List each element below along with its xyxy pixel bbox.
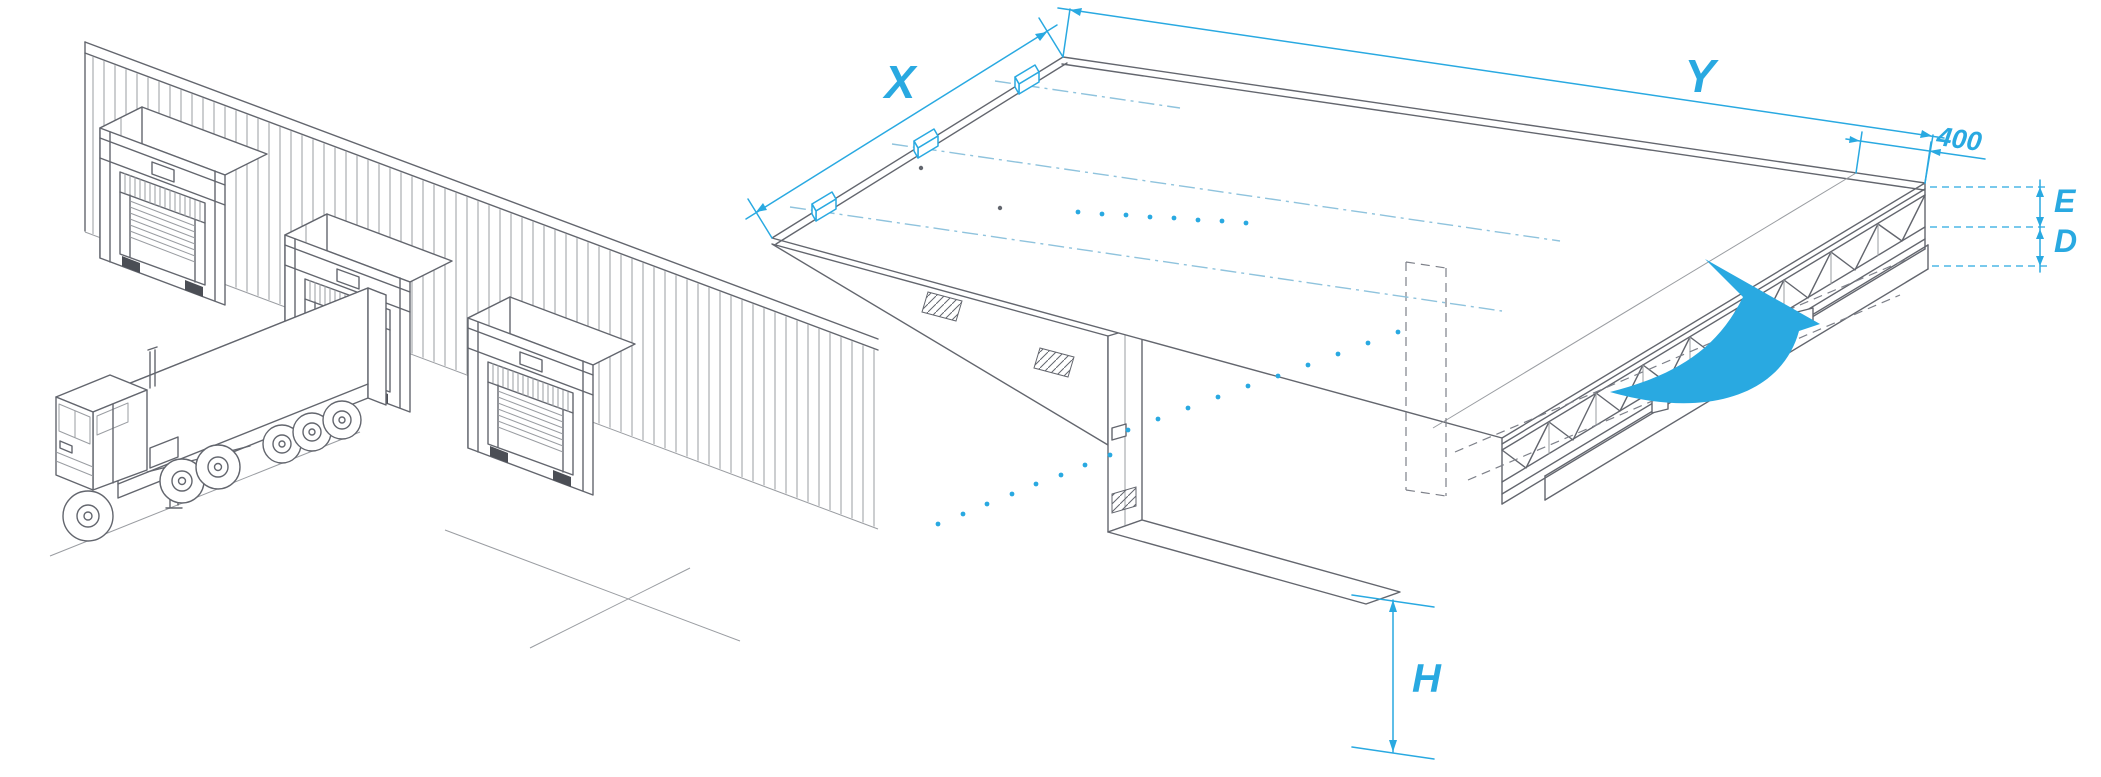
- dock-shelter-1: [99, 106, 268, 306]
- dotted-reference-lines: [935, 209, 1401, 527]
- hidden-edges: [1405, 257, 1911, 497]
- dim-label-400: 400: [1934, 121, 1984, 157]
- loading-dock-scene: [49, 41, 879, 649]
- vent-hatch: [921, 291, 963, 322]
- semi-truck: [55, 287, 387, 542]
- dimension-h: H: [1351, 594, 1442, 760]
- dim-label-d: D: [2054, 223, 2077, 259]
- dim-label-x: X: [882, 56, 918, 108]
- shelter-label-plate: [151, 161, 175, 183]
- dimension-x: X: [745, 17, 1064, 239]
- tractor-cab: [55, 346, 241, 542]
- shelter-label-plate: [519, 351, 543, 373]
- vent-hatch: [1033, 347, 1075, 378]
- hinge-bearing-blocks: [811, 64, 1040, 222]
- dimension-y: Y: [1057, 7, 1945, 184]
- dock-bumper: [553, 470, 571, 487]
- headlight: [59, 440, 73, 454]
- dimension-lip-400: 400: [1845, 121, 1986, 184]
- dim-label-e: E: [2054, 183, 2077, 219]
- dock-bumper: [490, 446, 508, 463]
- dim-label-y: Y: [1685, 50, 1720, 102]
- dock-bumper: [122, 256, 140, 273]
- grille-hatch: [1111, 486, 1137, 514]
- dim-label-h: H: [1412, 657, 1442, 701]
- leveler-frame: [771, 243, 1401, 605]
- dock-shelter-3: [467, 296, 636, 496]
- dimension-e-d: E D: [1930, 179, 2077, 273]
- trailer-wheels: [262, 400, 362, 464]
- dock-leveler-diagram: X Y 400: [745, 7, 2077, 760]
- rotation-arrow-icon: [1610, 259, 1820, 404]
- dock-bumper: [185, 280, 203, 297]
- shelter-label-plate: [336, 268, 360, 290]
